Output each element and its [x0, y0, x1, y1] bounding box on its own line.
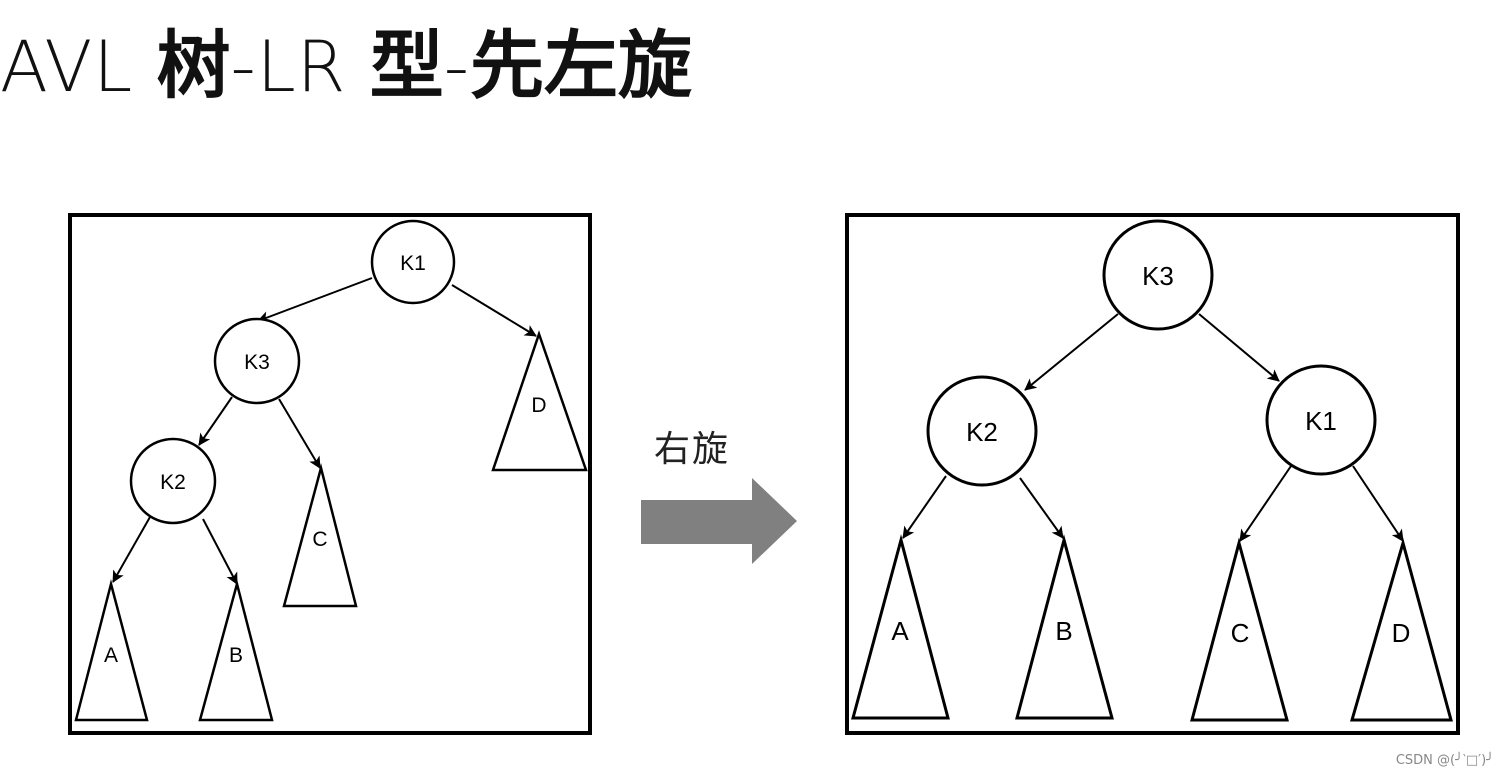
title-dash: - — [443, 26, 470, 108]
subtree-label: A — [891, 616, 909, 646]
right-arrow-icon — [641, 478, 797, 564]
subtree-label: C — [1231, 618, 1250, 648]
edge-k2-b — [202, 518, 238, 585]
edge-k2-a — [902, 475, 947, 539]
title-rotate: 先左旋 — [469, 23, 692, 109]
subtree-a: A — [74, 579, 149, 722]
edge-k1-d — [451, 284, 537, 337]
subtree-label: D — [531, 394, 546, 417]
edge-k3-c — [278, 398, 321, 469]
left-panel-frame — [68, 213, 592, 735]
subtree-label: B — [1055, 616, 1072, 646]
subtree-d: D — [491, 330, 588, 472]
page-title: AVL 树-LR 型-先左旋 — [0, 6, 692, 109]
subtree-label: D — [1392, 618, 1411, 648]
node-label: K3 — [244, 351, 270, 374]
rotation-label: 右旋 — [654, 429, 731, 470]
right-panel-frame — [845, 213, 1460, 735]
node-label: K2 — [966, 417, 998, 447]
tree-node-k1: K1 — [370, 219, 456, 305]
node-label: K1 — [400, 252, 426, 275]
subtree-c: C — [1190, 537, 1289, 722]
edge-k1-c — [1239, 465, 1292, 542]
tree-node-k3: K3 — [1102, 219, 1214, 331]
title-avl: AVL — [0, 26, 157, 108]
title-type: 型 — [369, 23, 444, 109]
tree-node-k3: K3 — [213, 317, 301, 405]
title-tree: 树 — [156, 23, 231, 109]
node-label: K1 — [1305, 406, 1337, 436]
edge-k1-d — [1352, 465, 1404, 542]
tree-node-k1: K1 — [1265, 364, 1377, 476]
edge-k1-k3 — [257, 277, 373, 323]
edge-k2-b — [1019, 477, 1064, 539]
subtree-b: B — [1015, 534, 1114, 720]
watermark: CSDN @(╯‵□′)╯ — [1395, 753, 1494, 768]
subtree-c: C — [282, 463, 358, 608]
title-lr: -LR — [230, 26, 370, 108]
right-tree-panel: K3 K2 K1 A B C D — [845, 213, 1460, 735]
subtree-label: C — [312, 528, 327, 551]
edge-k3-k2 — [1024, 313, 1119, 391]
node-label: K2 — [160, 471, 186, 494]
edge-k3-k2 — [198, 396, 233, 446]
subtree-d: D — [1350, 537, 1453, 722]
left-tree-panel: K1 K3 K2 D C A B — [68, 213, 592, 735]
subtree-b: B — [198, 579, 274, 722]
tree-node-k2: K2 — [926, 375, 1038, 487]
tree-node-k2: K2 — [129, 437, 217, 525]
edge-k3-k1 — [1198, 313, 1280, 382]
subtree-label: B — [229, 644, 243, 667]
subtree-label: A — [104, 644, 118, 667]
subtree-a: A — [851, 534, 950, 720]
node-label: K3 — [1142, 261, 1174, 291]
edge-k2-a — [112, 516, 151, 583]
